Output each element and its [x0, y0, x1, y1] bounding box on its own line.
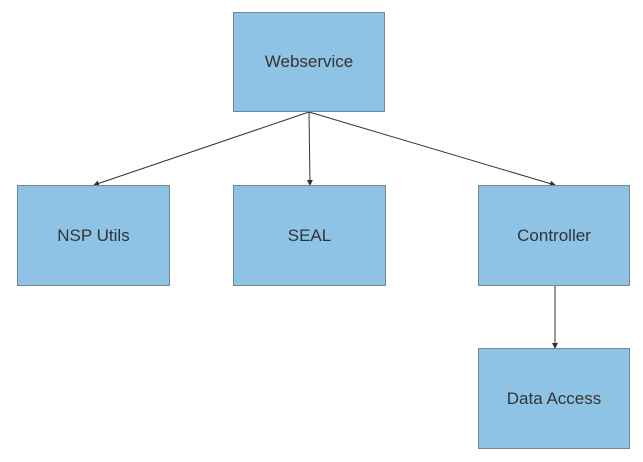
node-nsp-utils-label: NSP Utils: [57, 225, 130, 245]
node-controller-label: Controller: [517, 225, 591, 245]
node-webservice: Webservice: [233, 12, 385, 112]
edge-webservice-to-nsp-utils: [93, 111, 310, 187]
node-nsp-utils: NSP Utils: [17, 185, 170, 286]
node-data-access: Data Access: [478, 348, 630, 449]
node-seal-label: SEAL: [287, 225, 332, 245]
node-data-access-label: Data Access: [506, 388, 602, 408]
node-seal: SEAL: [233, 185, 386, 286]
edge-webservice-to-seal: [306, 111, 313, 186]
node-webservice-label: Webservice: [264, 52, 354, 71]
node-controller: Controller: [478, 185, 630, 286]
edge-webservice-to-controller: [308, 111, 556, 187]
